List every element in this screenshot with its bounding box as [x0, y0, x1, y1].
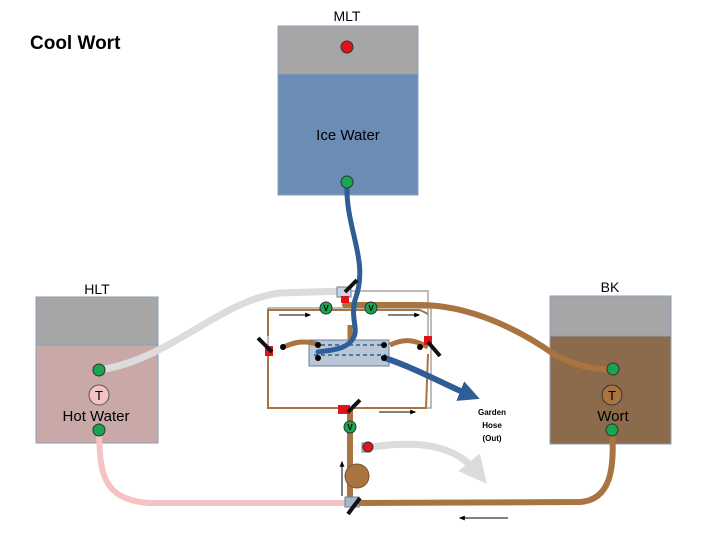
hlt-lower-port-icon [92, 423, 106, 437]
chiller-gray-loop [337, 290, 429, 338]
chiller-left-v-label: V [323, 304, 329, 313]
connector-dots [280, 342, 423, 361]
bottom-red-valve-icon [338, 405, 350, 414]
drain-red-valve-icon [362, 441, 374, 453]
mlt-outlet-valve-icon [340, 175, 354, 189]
mlt-top-valve-icon [340, 40, 354, 54]
bottom-valve-handle-icon [346, 398, 362, 414]
hlt-pink-line [96, 427, 358, 506]
pump-valve-handle-icon [346, 496, 362, 516]
ice-water-line [315, 179, 363, 355]
mlt-label: MLT [334, 8, 361, 24]
chiller-right-v-label: V [368, 304, 374, 313]
hlt-gray-line [95, 287, 349, 374]
pump-v-valve-icon [343, 420, 357, 434]
bk-upper-port-icon [606, 362, 620, 376]
top-valve-handle-icon [343, 278, 359, 294]
hlt-label: HLT [84, 281, 110, 297]
bk-lower-port-icon [605, 423, 619, 437]
outlet-blue-arrow [384, 355, 480, 401]
chiller-brown-top [267, 309, 429, 336]
pump-v-label: V [347, 423, 353, 432]
outlet-label-line-1: Garden [478, 408, 506, 417]
right-valve-handle-icon [426, 340, 442, 358]
chiller-right-v-valve-icon [364, 301, 378, 315]
bk-content-label: Wort [597, 408, 629, 425]
page-title: Cool Wort [30, 33, 121, 54]
wort-line-to-bk [342, 302, 616, 373]
bk-sensor-label: T [608, 388, 616, 403]
bk-label: BK [601, 279, 620, 295]
outlet-label-line-2: Hose [482, 421, 502, 430]
bk-temperature-sensor-icon [601, 384, 623, 406]
hlt-upper-port-icon [92, 363, 106, 377]
mlt-tank [277, 25, 419, 196]
left-valve-handle-icon [256, 336, 274, 354]
drain-gray-hose [371, 440, 487, 484]
top-red-valve-icon [341, 296, 349, 303]
flow-arrows [279, 312, 508, 521]
hlt-sensor-label: T [95, 388, 103, 403]
wort-return-line [352, 427, 616, 506]
mlt-content-label: Ice Water [316, 127, 380, 144]
hlt-content-label: Hot Water [63, 408, 130, 425]
right-red-valve-icon [424, 336, 432, 345]
pump-icon [344, 463, 370, 489]
hlt-temperature-sensor-icon [88, 384, 110, 406]
outlet-label-line-3: (Out) [482, 434, 501, 443]
chiller-left-v-valve-icon [319, 301, 333, 315]
